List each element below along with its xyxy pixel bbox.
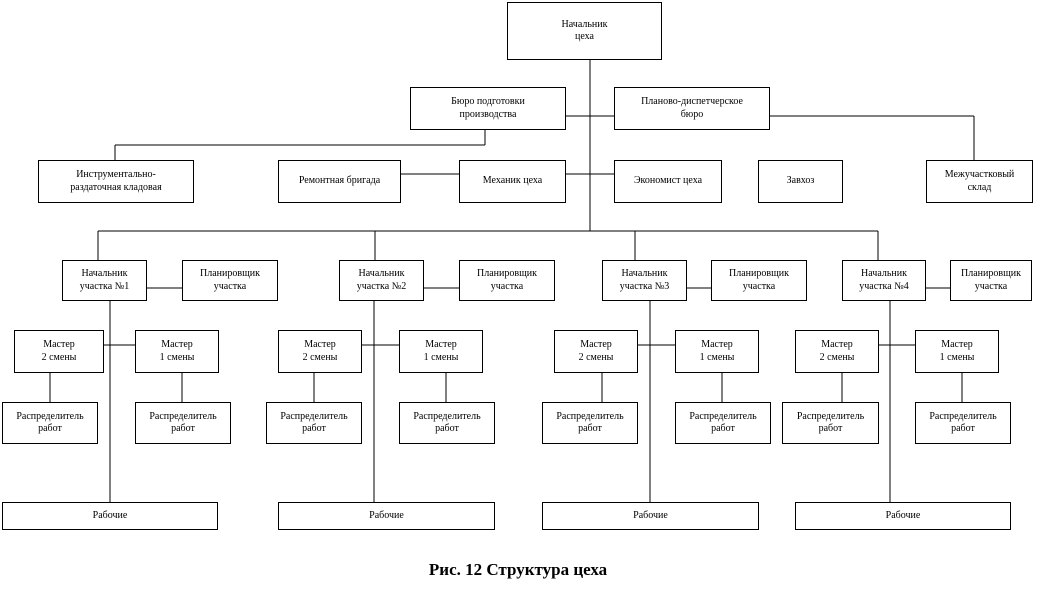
- node-tool-store: Инструментально- раздаточная кладовая: [38, 160, 194, 203]
- node-section-1-master-1: Мастер 1 смены: [135, 330, 219, 373]
- node-section-4-planner: Планировщик участка: [950, 260, 1032, 301]
- node-section-3-dispatcher-2: Распределитель работ: [542, 402, 638, 444]
- node-plan-bureau: Планово-диспетчерское бюро: [614, 87, 770, 130]
- node-section-2-workers: Рабочие: [278, 502, 495, 530]
- node-warehouse: Межучастковый склад: [926, 160, 1033, 203]
- node-section-3-head: Начальник участка №3: [602, 260, 687, 301]
- node-section-1-master-2: Мастер 2 смены: [14, 330, 104, 373]
- node-section-2-master-1: Мастер 1 смены: [399, 330, 483, 373]
- node-section-2-dispatcher-1: Распределитель работ: [399, 402, 495, 444]
- node-section-4-master-1: Мастер 1 смены: [915, 330, 999, 373]
- node-section-4-dispatcher-1: Распределитель работ: [915, 402, 1011, 444]
- node-section-3-master-1: Мастер 1 смены: [675, 330, 759, 373]
- node-section-3-master-2: Мастер 2 смены: [554, 330, 638, 373]
- node-section-2-master-2: Мастер 2 смены: [278, 330, 362, 373]
- node-prep-bureau: Бюро подготовки производства: [410, 87, 566, 130]
- node-head: Начальник цеха: [507, 2, 662, 60]
- node-section-1-dispatcher-1: Распределитель работ: [135, 402, 231, 444]
- node-section-2-head: Начальник участка №2: [339, 260, 424, 301]
- node-section-3-planner: Планировщик участка: [711, 260, 807, 301]
- node-economist: Экономист цеха: [614, 160, 722, 203]
- node-section-4-head: Начальник участка №4: [842, 260, 926, 301]
- node-section-2-dispatcher-2: Распределитель работ: [266, 402, 362, 444]
- node-repair-team: Ремонтная бригада: [278, 160, 401, 203]
- node-section-1-planner: Планировщик участка: [182, 260, 278, 301]
- node-section-1-workers: Рабочие: [2, 502, 218, 530]
- node-section-3-dispatcher-1: Распределитель работ: [675, 402, 771, 444]
- figure-caption: Рис. 12 Структура цеха: [428, 560, 608, 579]
- node-section-4-dispatcher-2: Распределитель работ: [782, 402, 879, 444]
- node-section-3-workers: Рабочие: [542, 502, 759, 530]
- node-section-4-workers: Рабочие: [795, 502, 1011, 530]
- node-section-1-head: Начальник участка №1: [62, 260, 147, 301]
- node-section-4-master-2: Мастер 2 смены: [795, 330, 879, 373]
- node-section-1-dispatcher-2: Распределитель работ: [2, 402, 98, 444]
- node-mechanic: Механик цеха: [459, 160, 566, 203]
- node-zavhoz: Завхоз: [758, 160, 843, 203]
- node-section-2-planner: Планировщик участка: [459, 260, 555, 301]
